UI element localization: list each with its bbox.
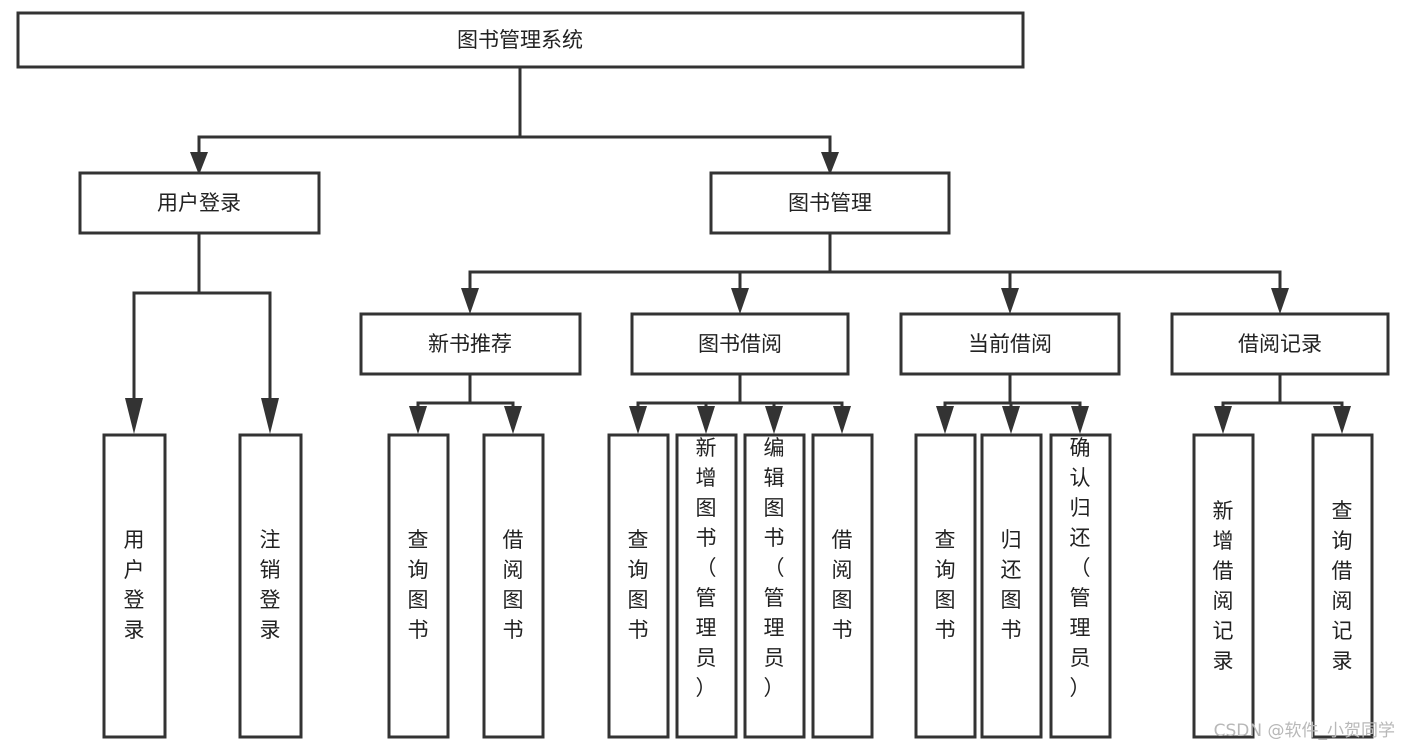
- node-leaf-query-book-1-box[interactable]: [387, 433, 450, 739]
- node-leaf-query-record[interactable]: 查询借阅记录: [1311, 433, 1374, 739]
- node-leaf-borrow-book-2[interactable]: 借阅图书: [811, 433, 874, 739]
- node-root-label: 图书管理系统: [457, 28, 583, 52]
- node-leaf-user-login-label: 用户登录: [124, 528, 145, 642]
- node-leaf-query-book-1-label: 查询图书: [408, 528, 429, 642]
- node-new-book-rec-box[interactable]: [359, 312, 582, 376]
- node-leaf-query-book-1[interactable]: 查询图书: [387, 433, 450, 739]
- node-leaf-add-book-label: 新增图书（管理员）: [696, 436, 717, 700]
- arrow-head-icon: [1002, 406, 1020, 434]
- node-current-borrow-label: 当前借阅: [968, 332, 1052, 356]
- arrow-head-icon: [409, 406, 427, 434]
- node-borrow-record-label: 借阅记录: [1238, 332, 1322, 356]
- node-leaf-borrow-book-1-label: 借阅图书: [503, 528, 524, 642]
- node-book-manage[interactable]: 图书管理: [709, 171, 951, 235]
- node-new-book-rec[interactable]: 新书推荐: [359, 312, 582, 376]
- node-leaf-borrow-book-2-label: 借阅图书: [832, 528, 853, 642]
- node-book-borrow-box[interactable]: [630, 312, 850, 376]
- node-leaf-logout-label: 注销登录: [260, 528, 281, 642]
- node-leaf-edit-book[interactable]: 编辑图书（管理员）: [743, 433, 806, 739]
- node-leaf-borrow-book-1[interactable]: 借阅图书: [482, 433, 545, 739]
- node-root-box[interactable]: [16, 11, 1025, 69]
- node-leaf-return-book[interactable]: 归还图书: [980, 433, 1043, 739]
- arrow-head-icon: [261, 398, 279, 434]
- node-leaf-query-record-label: 查询借阅记录: [1332, 499, 1353, 673]
- node-leaf-query-record-box[interactable]: [1311, 433, 1374, 739]
- arrow-head-icon: [1001, 288, 1019, 314]
- node-user-login-box[interactable]: [78, 171, 321, 235]
- node-book-borrow[interactable]: 图书借阅: [630, 312, 850, 376]
- arrow-head-icon: [1214, 406, 1232, 434]
- node-leaf-logout-box[interactable]: [238, 433, 303, 739]
- node-new-book-rec-label: 新书推荐: [428, 332, 512, 356]
- node-leaf-query-book-3-label: 查询图书: [935, 528, 956, 642]
- node-leaf-return-book-box[interactable]: [980, 433, 1043, 739]
- arrow-head-icon: [1333, 406, 1351, 434]
- node-borrow-record[interactable]: 借阅记录: [1170, 312, 1390, 376]
- node-root[interactable]: 图书管理系统: [16, 11, 1025, 69]
- node-leaf-edit-book-box[interactable]: [743, 433, 806, 739]
- arrow-head-icon: [697, 406, 715, 434]
- arrow-head-icon: [461, 288, 479, 314]
- node-borrow-record-box[interactable]: [1170, 312, 1390, 376]
- node-book-manage-label: 图书管理: [788, 191, 872, 215]
- arrow-head-icon: [1071, 406, 1089, 434]
- node-book-borrow-label: 图书借阅: [698, 332, 782, 356]
- node-leaf-borrow-book-2-box[interactable]: [811, 433, 874, 739]
- arrow-head-icon: [125, 398, 143, 434]
- arrow-head-icon: [821, 152, 839, 175]
- node-leaf-borrow-book-1-box[interactable]: [482, 433, 545, 739]
- node-user-login-label: 用户登录: [157, 191, 241, 215]
- arrow-head-icon: [936, 406, 954, 434]
- node-leaf-edit-book-label: 编辑图书（管理员）: [764, 436, 785, 700]
- arrow-head-icon: [765, 406, 783, 434]
- node-leaf-logout[interactable]: 注销登录: [238, 433, 303, 739]
- node-leaf-add-record[interactable]: 新增借阅记录: [1192, 433, 1255, 739]
- node-user-login[interactable]: 用户登录: [78, 171, 321, 235]
- arrow-head-icon: [1271, 288, 1289, 314]
- node-leaf-query-book-3[interactable]: 查询图书: [914, 433, 977, 739]
- arrow-head-icon: [504, 406, 522, 434]
- arrow-head-icon: [833, 406, 851, 434]
- arrow-head-icon: [190, 152, 208, 175]
- node-leaf-add-book-box[interactable]: [675, 433, 738, 739]
- node-leaf-query-book-3-box[interactable]: [914, 433, 977, 739]
- arrow-head-icon: [629, 406, 647, 434]
- node-current-borrow-box[interactable]: [899, 312, 1121, 376]
- node-leaf-add-record-label: 新增借阅记录: [1213, 499, 1234, 673]
- connectors-layer: [125, 65, 1351, 434]
- node-leaf-confirm-return-label: 确认归还（管理员）: [1070, 436, 1091, 700]
- node-leaf-add-book[interactable]: 新增图书（管理员）: [675, 433, 738, 739]
- node-book-manage-box[interactable]: [709, 171, 951, 235]
- node-leaf-confirm-return-box[interactable]: [1049, 433, 1112, 739]
- node-leaf-add-record-box[interactable]: [1192, 433, 1255, 739]
- node-leaf-user-login-box[interactable]: [102, 433, 167, 739]
- node-current-borrow[interactable]: 当前借阅: [899, 312, 1121, 376]
- node-leaf-query-book-2-box[interactable]: [607, 433, 670, 739]
- arrow-head-icon: [731, 288, 749, 314]
- node-leaf-user-login[interactable]: 用户登录: [102, 433, 167, 739]
- node-leaf-query-book-2-label: 查询图书: [628, 528, 649, 642]
- node-leaf-confirm-return[interactable]: 确认归还（管理员）: [1049, 433, 1112, 739]
- node-leaf-query-book-2[interactable]: 查询图书: [607, 433, 670, 739]
- node-leaf-return-book-label: 归还图书: [1001, 528, 1022, 642]
